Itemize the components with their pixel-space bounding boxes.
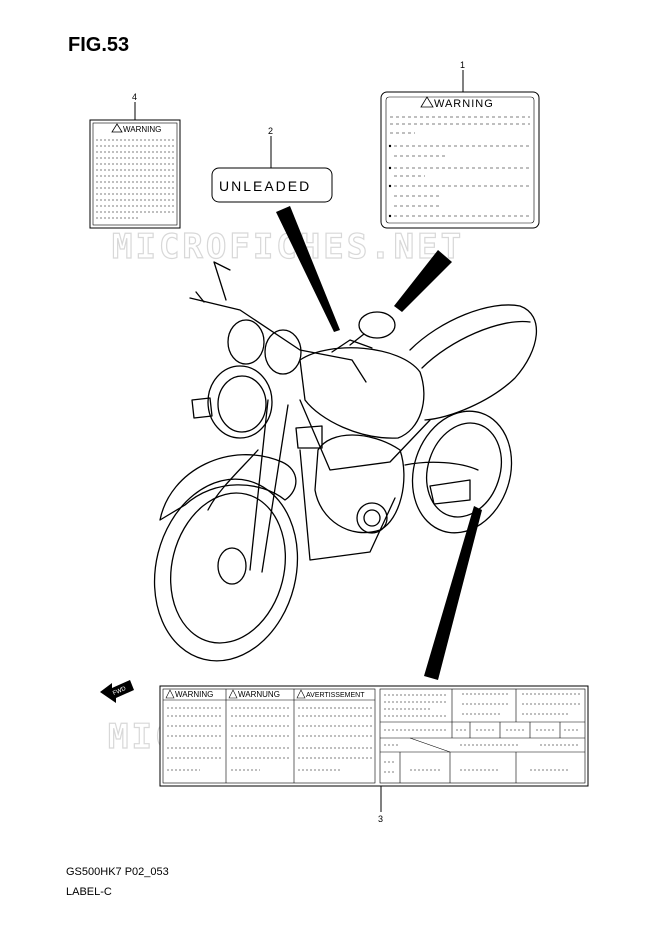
footer-name: LABEL-C <box>66 886 112 898</box>
unleaded-label-2: UNLEADED <box>211 167 333 203</box>
callout-3: 3 <box>378 814 384 824</box>
callout-1: 1 <box>460 60 466 70</box>
warning-label-3: WARNING WARNUNG AVERTISSEMENT <box>159 685 589 787</box>
fwd-text: FWD <box>112 686 128 697</box>
unleaded-text: UNLEADED <box>219 178 311 194</box>
label3-warning-text: WARNING <box>175 690 213 699</box>
callout-2: 2 <box>268 126 274 136</box>
motorcycle-illustration <box>153 261 537 662</box>
figure-title: FIG.53 <box>68 34 130 56</box>
label3-avertissement-text: AVERTISSEMENT <box>306 692 365 699</box>
fwd-arrow-icon: FWD <box>100 680 134 703</box>
warning-label-1: WARNING <box>380 91 540 229</box>
label4-warning-text: WARNING <box>123 125 161 134</box>
label3-warnung-text: WARNUNG <box>238 690 280 699</box>
label1-warning-text: WARNING <box>434 98 494 110</box>
callout-4: 4 <box>132 92 138 102</box>
warning-label-4: WARNING <box>89 119 181 229</box>
footer-code: GS500HK7 P02_053 <box>66 866 169 878</box>
